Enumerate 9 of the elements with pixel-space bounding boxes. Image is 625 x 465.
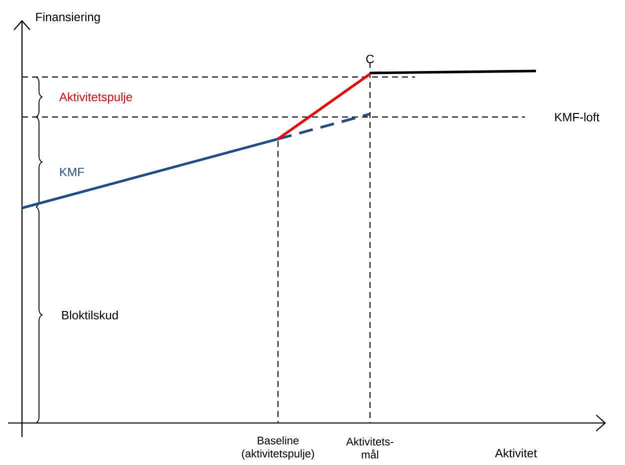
segment-label: KMF — [60, 168, 84, 176]
axis-label: Baseline (aktivitetspulje) — [242, 436, 314, 460]
axis-label: Aktivitet — [495, 448, 537, 458]
segment-label: Bloktilskud — [62, 310, 118, 320]
segment-label: Aktivitetspulje — [59, 92, 132, 104]
axis-label: Finansiering — [36, 12, 100, 24]
point-label: C — [366, 54, 374, 64]
axis-label: Aktivitets- mål — [346, 437, 394, 459]
line-label: KMF-loft — [555, 112, 600, 122]
